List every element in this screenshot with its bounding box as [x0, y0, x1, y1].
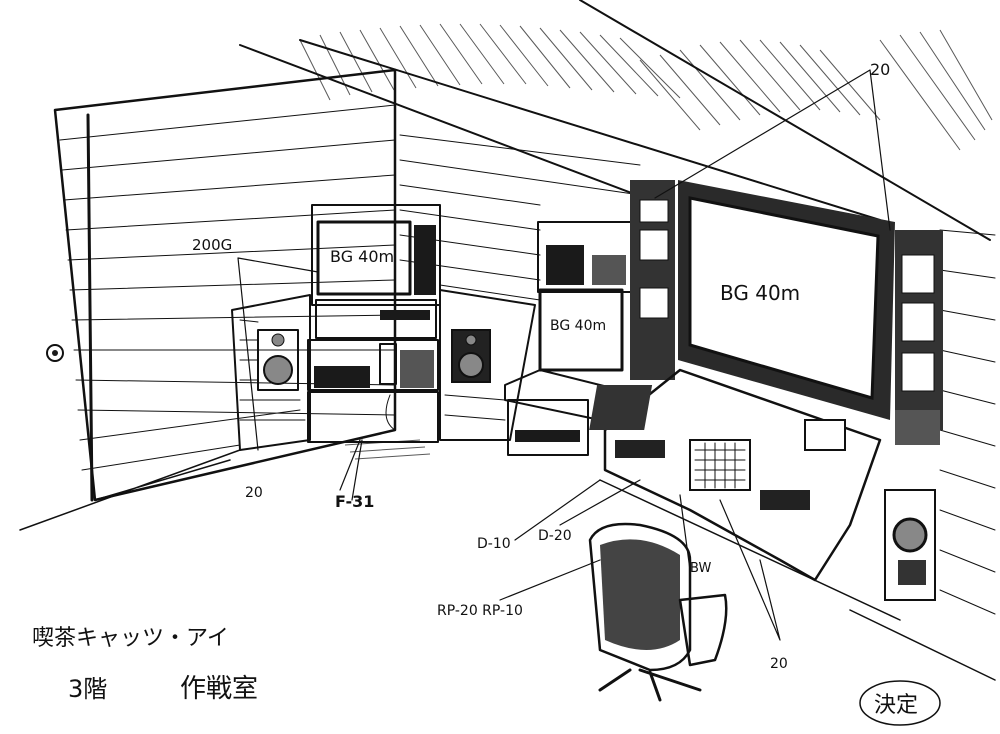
stamp-text: 決定 [874, 693, 918, 718]
right-wall [939, 229, 996, 615]
annotation-20-bottom: 20 [770, 656, 788, 672]
center-tv-label: BG 40m [330, 247, 394, 266]
annotation-20-ceiling: 20 [870, 60, 890, 79]
annotation-d20: D-20 [538, 528, 572, 544]
speaker-woofer [263, 355, 293, 385]
leader-lines [237, 69, 891, 641]
tower-speaker [892, 517, 928, 553]
main-monitor [678, 180, 895, 420]
left-wall [53, 68, 397, 502]
chair [588, 522, 728, 702]
annotation-rp: RP-20 RP-10 [437, 603, 523, 619]
main-monitor-label: BG 40m [720, 281, 800, 305]
annotation-d10: D-10 [477, 536, 511, 552]
side-rack [504, 221, 634, 456]
caption-room: 作戦室 [180, 674, 258, 704]
annotation-bw: BW [690, 561, 711, 576]
side-monitor-label: BG 40m [550, 318, 606, 334]
telephone [379, 343, 397, 385]
caption-title: 喫茶キャッツ・アイ [32, 626, 229, 651]
annotation-20-left: 20 [245, 485, 263, 501]
back-wall [399, 134, 641, 301]
tall-rack [630, 180, 675, 380]
console-desk [589, 368, 882, 582]
right-speaker-cabinet [439, 289, 536, 441]
ceiling-hatching [299, 23, 993, 151]
caption-floor: 3階 [68, 675, 107, 703]
right-tower [884, 230, 943, 601]
approval-stamp [859, 680, 941, 726]
annotation-200g: 200G [192, 236, 232, 254]
annotation-f31: F-31 [335, 492, 374, 511]
door-knob [46, 344, 64, 362]
center-cabinet [307, 204, 441, 443]
